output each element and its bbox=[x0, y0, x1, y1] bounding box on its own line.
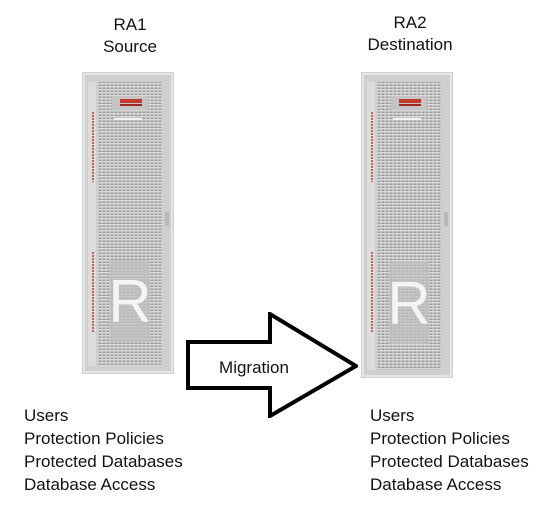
source-name: RA1 bbox=[113, 15, 147, 34]
rack-letter: R bbox=[108, 268, 151, 335]
migration-label: Migration bbox=[219, 358, 289, 377]
destination-title: RA2 Destination bbox=[350, 12, 470, 56]
source-items-list: Users Protection Policies Protected Data… bbox=[24, 404, 183, 496]
source-rack-image: R bbox=[82, 72, 174, 374]
destination-name: RA2 bbox=[393, 13, 427, 32]
destination-items-list: Users Protection Policies Protected Data… bbox=[370, 404, 529, 496]
list-item: Users bbox=[24, 406, 69, 425]
list-item: Database Access bbox=[370, 475, 502, 494]
destination-role: Destination bbox=[367, 35, 453, 54]
migration-arrow-icon bbox=[186, 312, 358, 418]
list-item: Protected Databases bbox=[24, 452, 183, 471]
source-title: RA1 Source bbox=[80, 14, 180, 58]
destination-rack-image: R bbox=[361, 72, 453, 378]
brand-badge-icon bbox=[120, 99, 142, 103]
list-item: Protected Databases bbox=[370, 452, 529, 471]
brand-badge-icon bbox=[399, 99, 421, 103]
source-role: Source bbox=[103, 37, 157, 56]
list-item: Protection Policies bbox=[24, 429, 164, 448]
list-item: Protection Policies bbox=[370, 429, 510, 448]
list-item: Users bbox=[370, 406, 415, 425]
rack-letter: R bbox=[387, 270, 430, 337]
list-item: Database Access bbox=[24, 475, 156, 494]
